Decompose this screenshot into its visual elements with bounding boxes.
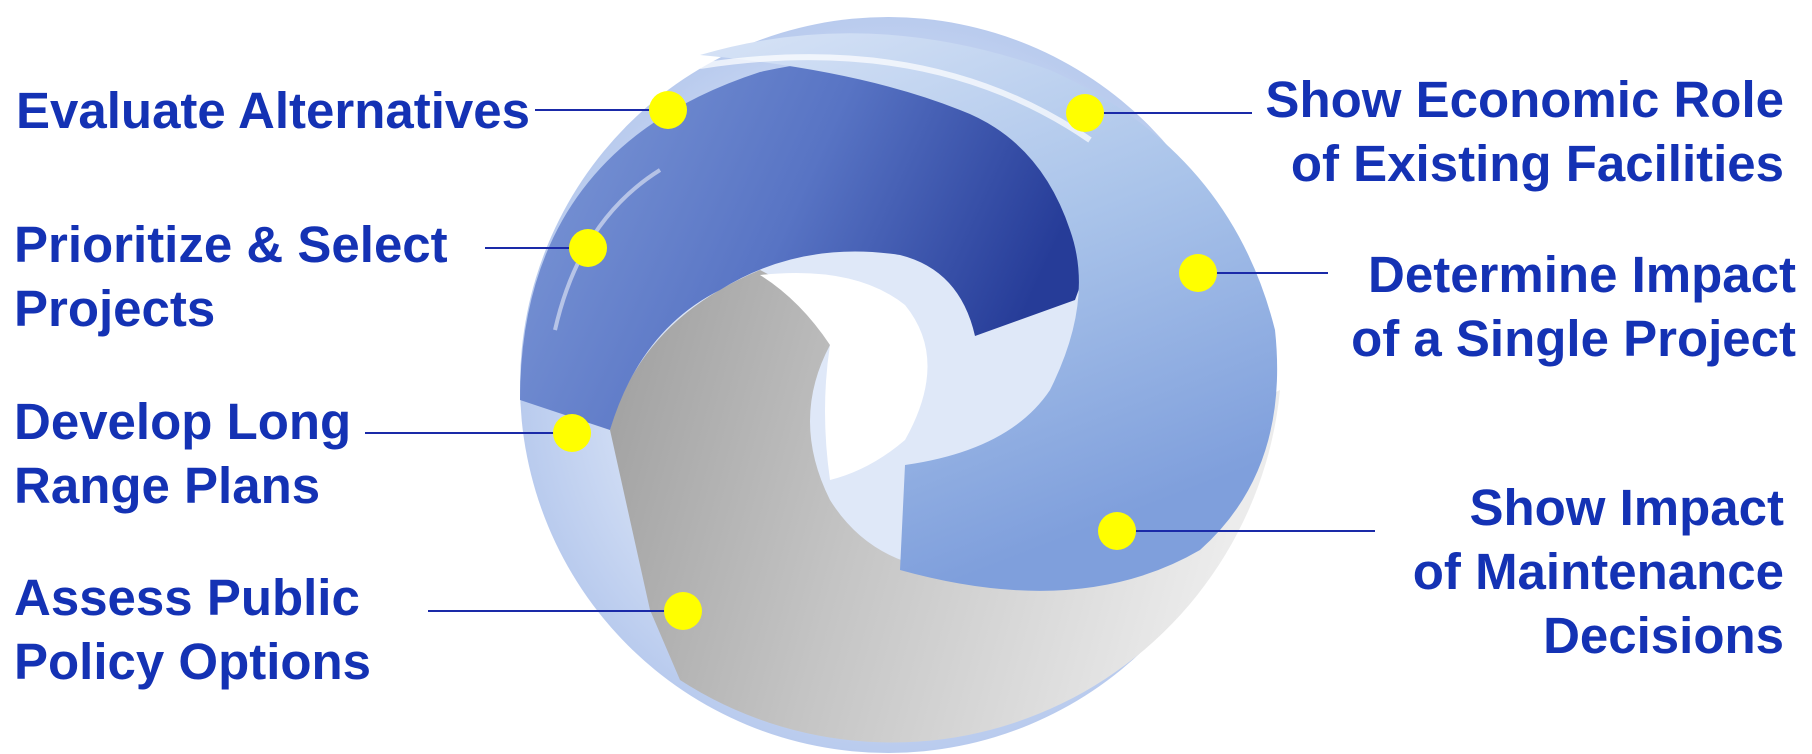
- label-line: Show Impact: [1413, 476, 1784, 540]
- label-show-impact-maintenance: Show Impact of Maintenance Decisions: [1413, 476, 1784, 668]
- label-line: Evaluate Alternatives: [16, 79, 530, 143]
- label-line: of a Single Project: [1351, 307, 1796, 371]
- label-line: Show Economic Role: [1265, 68, 1784, 132]
- label-line: of Existing Facilities: [1265, 132, 1784, 196]
- marker-dot-maintenance: [1098, 512, 1136, 550]
- label-prioritize-select: Prioritize & Select Projects: [14, 213, 448, 341]
- marker-dot-assess: [664, 592, 702, 630]
- label-line: Assess Public: [14, 566, 371, 630]
- marker-dot-evaluate: [649, 91, 687, 129]
- label-line: Develop Long: [14, 390, 351, 454]
- label-develop-long-range: Develop Long Range Plans: [14, 390, 351, 518]
- label-determine-impact: Determine Impact of a Single Project: [1351, 243, 1796, 371]
- marker-dot-economic: [1066, 94, 1104, 132]
- label-line: Policy Options: [14, 630, 371, 694]
- label-line: Prioritize & Select: [14, 213, 448, 277]
- marker-dot-develop: [553, 414, 591, 452]
- label-line: Decisions: [1413, 604, 1784, 668]
- marker-dot-prioritize: [569, 229, 607, 267]
- label-line: Projects: [14, 277, 448, 341]
- label-evaluate-alternatives: Evaluate Alternatives: [16, 79, 530, 143]
- label-line: Range Plans: [14, 454, 351, 518]
- label-show-economic-role: Show Economic Role of Existing Facilitie…: [1265, 68, 1784, 196]
- label-assess-public-policy: Assess Public Policy Options: [14, 566, 371, 694]
- label-line: of Maintenance: [1413, 540, 1784, 604]
- label-line: Determine Impact: [1351, 243, 1796, 307]
- marker-dot-determine: [1179, 254, 1217, 292]
